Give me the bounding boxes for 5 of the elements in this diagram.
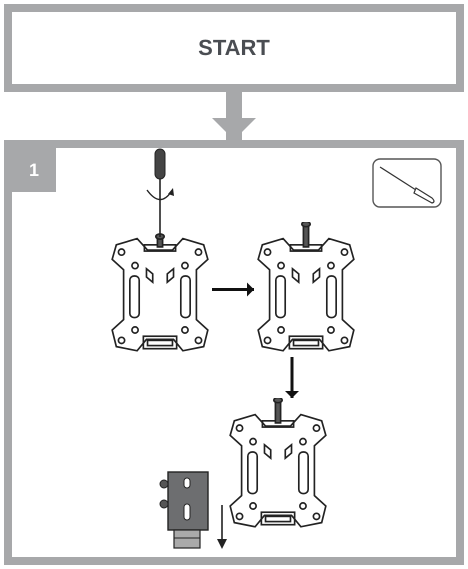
arrow <box>212 92 256 140</box>
start-box: START <box>4 4 464 92</box>
step-panel <box>4 140 464 565</box>
arrow <box>212 282 254 296</box>
step-number-badge: 1 <box>12 148 56 192</box>
